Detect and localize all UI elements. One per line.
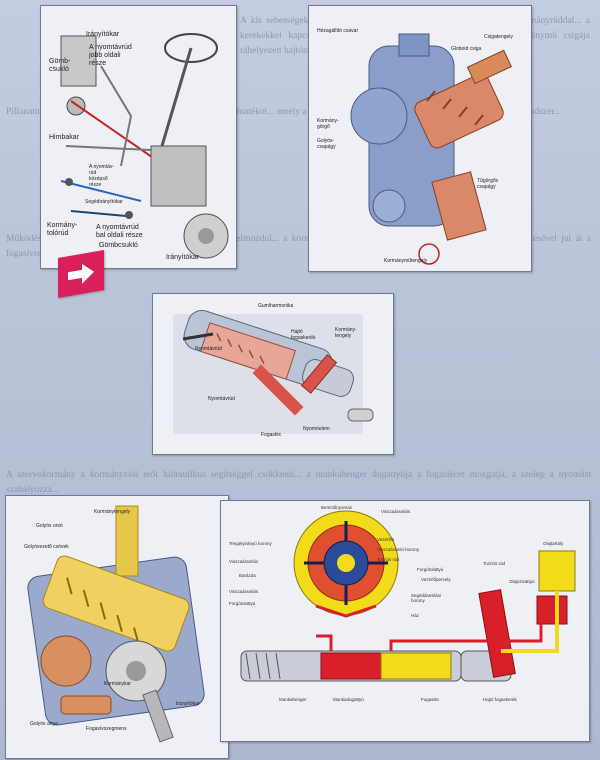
- label-golyoscsapagy: Golyós- csapágy: [317, 138, 336, 150]
- label-torziosrud-small: Torziós rúd: [377, 557, 400, 562]
- label-kormanymutengely: Kormányműtengely: [384, 258, 428, 264]
- label-hajto: Hajtó fogaskerék: [483, 697, 517, 702]
- steering-linkage-drawing: [60, 33, 229, 259]
- label-visszaaramlas-top: Visszaáramlás: [381, 509, 411, 514]
- label-gombcsuklo-bottom: Gömbcsukló: [99, 242, 138, 249]
- label-globoid: Globoid csiga: [451, 46, 482, 52]
- power-steering-drawing: [240, 510, 576, 682]
- label-gombcsuklo-top: Gömb- csukló: [49, 58, 71, 73]
- label-kormanytolorud: Kormány- tolórúd: [47, 222, 78, 237]
- label-kormanytengely: Kormány- tengely: [335, 327, 357, 339]
- label-iranyitokar: Irányítókar: [176, 701, 200, 707]
- label-gumiharmonika: Gumiharmonika: [258, 303, 294, 309]
- label-nyomtavrud-bal: A nyomtávrúd bal oldali része: [96, 224, 143, 239]
- label-olajtartaly: Olajtartály: [543, 541, 564, 546]
- label-visszaaramlo-horony: Visszaáramló-horony: [377, 547, 420, 552]
- label-munkadugattyu: Munkadugattyú: [333, 697, 364, 702]
- label-visszaaramlas-left: Visszaáramlás: [229, 559, 259, 564]
- arrow-right-icon: [58, 249, 104, 299]
- label-segediranyitokar: Segédirányítókar: [85, 199, 123, 205]
- label-hajto: Hajtó fogaskerék: [291, 329, 316, 341]
- figure-power-steering: Beömlőnyomás Visszaáramlás Tengelyirányú…: [220, 500, 590, 742]
- text-mid2: Működése: a kormánykerék elfordításakor …: [6, 234, 591, 260]
- label-nyomtavrud-jobb: A nyomtávrúd jobb oldali része: [89, 44, 132, 67]
- label-haz: Ház: [411, 613, 420, 618]
- label-barazda: Barázda: [239, 573, 256, 578]
- label-beomlonyomas: Beömlőnyomás: [321, 505, 353, 510]
- label-nyomtavrud-1: Nyomtávrúd: [195, 346, 222, 352]
- label-himbakar: Himbakar: [49, 134, 79, 141]
- label-vezerles: Vezérlés: [377, 537, 395, 542]
- recirculating-ball-drawing: [27, 505, 205, 743]
- label-kormanytengely: Kormánytengely: [94, 509, 131, 515]
- label-tugorgos: Tűgörgős csapágy: [477, 178, 499, 190]
- label-olajszivattyu: Olajszivattyú: [509, 579, 535, 584]
- label-hezagallito: Hézagállító csavar: [317, 28, 359, 34]
- label-kormanygorgo: Kormány- görgő: [317, 118, 339, 130]
- text-bottom: A szervokormány a kormányzási erőt hidra…: [6, 470, 591, 496]
- label-fogasléc: Fogasléc: [421, 697, 440, 702]
- label-torziosrud: Torziós rúd: [483, 561, 506, 566]
- label-iranyitokar-top: Irányítókar: [86, 31, 120, 38]
- rack-pinion-drawing: [173, 309, 374, 434]
- label-vezerlopersely: Vezérlőpersely: [421, 577, 451, 582]
- label-golyovezeto: Golyóvezető csövek: [24, 544, 69, 550]
- label-forgotolattyu2: Forgótolattyú: [229, 601, 256, 606]
- label-segedaramlasi: Segédáramlási horony: [411, 593, 442, 603]
- label-tengelyiranyu: Tengelyirányú horony: [229, 541, 272, 546]
- label-iranyitokar-bottom: Irányítókar: [166, 254, 200, 261]
- label-fogasivszegmens: Fogasívszegmens: [86, 726, 127, 732]
- label-visszaaramlas-left2: Visszaáramlás: [229, 589, 259, 594]
- label-golyos-orso: Golyós orsó: [36, 523, 63, 529]
- figure-steering-linkage: Irányítókar A nyomtávrúd jobb oldali rés…: [40, 5, 237, 269]
- figure-globoid-worm-steering-box: Hézagállító csavar Csigatengely Globoid …: [308, 5, 532, 272]
- label-munkahenger: Munkahenger: [279, 697, 307, 702]
- text-mid1: Pillanatnyi kormányzás... a kormányrúd k…: [6, 107, 562, 117]
- figure-rack-and-pinion: Gumiharmonika Hajtó fogaskerék Kormány- …: [152, 293, 394, 455]
- label-csigatengely: Csigatengely: [484, 34, 513, 40]
- label-forgotolattyu: Forgótolattyú: [417, 567, 444, 572]
- label-golyos-anya: Golyós anya: [30, 721, 58, 727]
- globoid-worm-drawing: [350, 33, 513, 265]
- label-kormanykar: Kormánykar: [104, 681, 131, 687]
- label-fogasléc: Fogasléc: [261, 432, 282, 438]
- figure-recirculating-ball: Kormánytengely Golyós orsó Golyóvezető c…: [5, 495, 229, 759]
- label-nyomtavrud-2: Nyomtávrúd: [208, 396, 235, 402]
- label-nyomoelem: Nyomóelem: [303, 426, 330, 432]
- label-nyomtavrud-kozep: A nyomtáv- rúd középső része: [89, 164, 115, 188]
